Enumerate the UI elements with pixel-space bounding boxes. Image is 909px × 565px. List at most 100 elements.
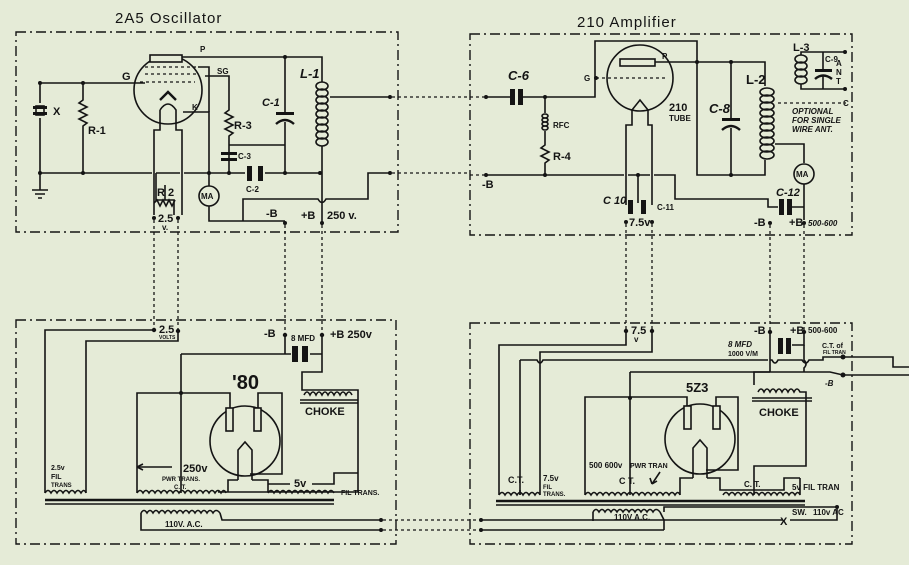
osc-choke — [300, 391, 358, 404]
r4-label: R-4 — [553, 151, 572, 163]
c3-label: C-3 — [238, 152, 251, 161]
amp-sup-cap-2: 1000 V/M — [728, 351, 758, 358]
l2-label: L-2 — [746, 72, 766, 87]
osc-power-supply: 2.5 VOLTS -B +B 250v 8 MFD '80 CHOKE — [44, 324, 383, 532]
osc-milliammeter — [198, 185, 220, 207]
amp-ct-right: C. T. — [744, 480, 760, 489]
osc-supply-box — [15, 319, 397, 545]
osc-hv-label: 250v — [183, 463, 208, 475]
amp-sup-neg-b: -B — [754, 325, 766, 337]
amp-hv-label: 500 600v — [589, 461, 623, 470]
tube-2a5 — [133, 55, 203, 125]
amp-sup-cap-1: 8 MFD — [728, 340, 752, 349]
c2-capacitor — [247, 166, 252, 181]
amp-choke — [752, 388, 812, 478]
amp-pwr-trans-label: PWR TRAN — [630, 463, 668, 470]
l3-label: L-3 — [793, 42, 810, 54]
osc-b-voltage: 250 v. — [327, 210, 357, 222]
c10-label: C 10 — [603, 195, 627, 207]
amplifier-box — [469, 33, 853, 236]
amp-pos-b: +B — [789, 217, 803, 229]
amplifier-title: 210 Amplifier — [577, 14, 677, 31]
c6-capacitor — [510, 89, 515, 105]
oscillator-title: 2A5 Oscillator — [115, 10, 222, 27]
amp-switch-mark: X — [780, 516, 788, 528]
tube-80-label: '80 — [232, 372, 259, 394]
c10-capacitor — [628, 200, 633, 214]
amp-sup-ct-fil-2: FIL TRAN — [823, 350, 846, 356]
osc-fil-trans-2: FIL — [51, 474, 62, 481]
osc-sup-fil-unit: VOLTS — [159, 335, 176, 341]
c8-capacitor — [722, 118, 740, 121]
amp-sup-neg-b-out: -B — [825, 379, 834, 388]
amp-tube-plate — [619, 58, 656, 67]
amp-switch-ac: 110v AC — [813, 508, 844, 517]
r2-label: R 2 — [157, 187, 174, 199]
amp-grid-label: G — [584, 74, 590, 83]
c8-label: C-8 — [709, 101, 731, 116]
amp-neg-b: -B — [754, 217, 766, 229]
amp-ac-label: 110V A.C. — [614, 513, 650, 522]
c1-label: C-1 — [262, 97, 280, 109]
r1-label: R-1 — [88, 125, 106, 137]
c9-label: C-9 — [825, 55, 838, 64]
c12-label: C-12 — [776, 187, 800, 199]
osc-neg-b: -B — [266, 208, 278, 220]
amp-switch-label: SW. — [792, 508, 807, 517]
amp-5v-fil-trans: 5v FIL TRAN — [792, 483, 840, 492]
screen-grid-label: SG — [217, 67, 229, 76]
amp-supply-box — [469, 322, 853, 545]
osc-fil-voltage: 2.5 — [158, 213, 173, 225]
amp-fil-trans-1: 7.5v — [543, 474, 559, 483]
amp-sup-pos-b: +B — [790, 325, 804, 337]
amp-tube-sub: TUBE — [669, 114, 691, 123]
tube-210 — [606, 44, 674, 112]
osc-pos-b: +B — [301, 210, 315, 222]
ant-label-n: N — [836, 68, 842, 77]
amp-neg-b-left: -B — [482, 179, 494, 191]
tube-plate — [149, 54, 183, 63]
osc-sup-fil-out: 2.5 — [159, 324, 174, 336]
oscillator-box — [15, 31, 399, 233]
osc-sup-neg-b: -B — [264, 328, 276, 340]
amp-sup-b-voltage: 500-600 — [808, 326, 838, 335]
c3-capacitor — [221, 152, 237, 155]
osc-meter-label: MA — [201, 192, 214, 201]
osc-fil-unit: v. — [162, 223, 168, 232]
amp-fil-trans-3: TRANS. — [543, 492, 566, 498]
crystal-label: X — [53, 106, 61, 118]
amp-b-voltage: 500-600 — [808, 219, 838, 228]
osc-choke-label: CHOKE — [305, 406, 345, 418]
amp-tube-label: 210 — [669, 102, 687, 114]
plate-label: P — [200, 45, 206, 54]
c11-capacitor — [641, 200, 646, 214]
l2-coil — [759, 87, 775, 160]
cathode-label: K — [192, 103, 198, 112]
amp-ct-left: C.T. — [508, 475, 524, 485]
amp-plate-label: P — [662, 52, 668, 61]
amp-meter-label: MA — [796, 170, 809, 179]
grid-label: G — [122, 71, 131, 83]
tube-80 — [209, 405, 281, 477]
osc-filter-capacitor — [292, 346, 298, 362]
oscillator-circuit: X R-1 G P SG K R-3 C-3 C-1 — [32, 45, 470, 232]
osc-5v-label: 5v — [294, 478, 307, 490]
osc-fil-trans-3: TRANS — [51, 483, 72, 489]
osc-ac-label: 110V. A.C. — [165, 520, 203, 529]
amp-sup-fil-out: 7.5 — [631, 325, 646, 337]
amp-fil-voltage: 7.5v — [629, 217, 651, 229]
osc-fil-trans-label: FIL TRANS. — [341, 490, 379, 497]
amp-ct-mid: C T. — [619, 476, 635, 486]
l1-coil — [315, 81, 329, 147]
optional-label-3: WIRE ANT. — [792, 125, 833, 134]
amp-filter-capacitor — [778, 338, 783, 354]
tube-5z3-label: 5Z3 — [686, 380, 708, 395]
l3-coil — [794, 54, 808, 85]
amplifier-circuit: C-6 G P 210 TUBE RFC R-4 -B C 10 C-11 — [470, 40, 849, 229]
c6-label: C-6 — [508, 68, 530, 83]
r3-label: R-3 — [234, 120, 252, 132]
amp-sup-ct-fil: C.T. of — [822, 343, 844, 350]
tube-5z3 — [664, 403, 736, 475]
c9-capacitor — [815, 69, 832, 72]
